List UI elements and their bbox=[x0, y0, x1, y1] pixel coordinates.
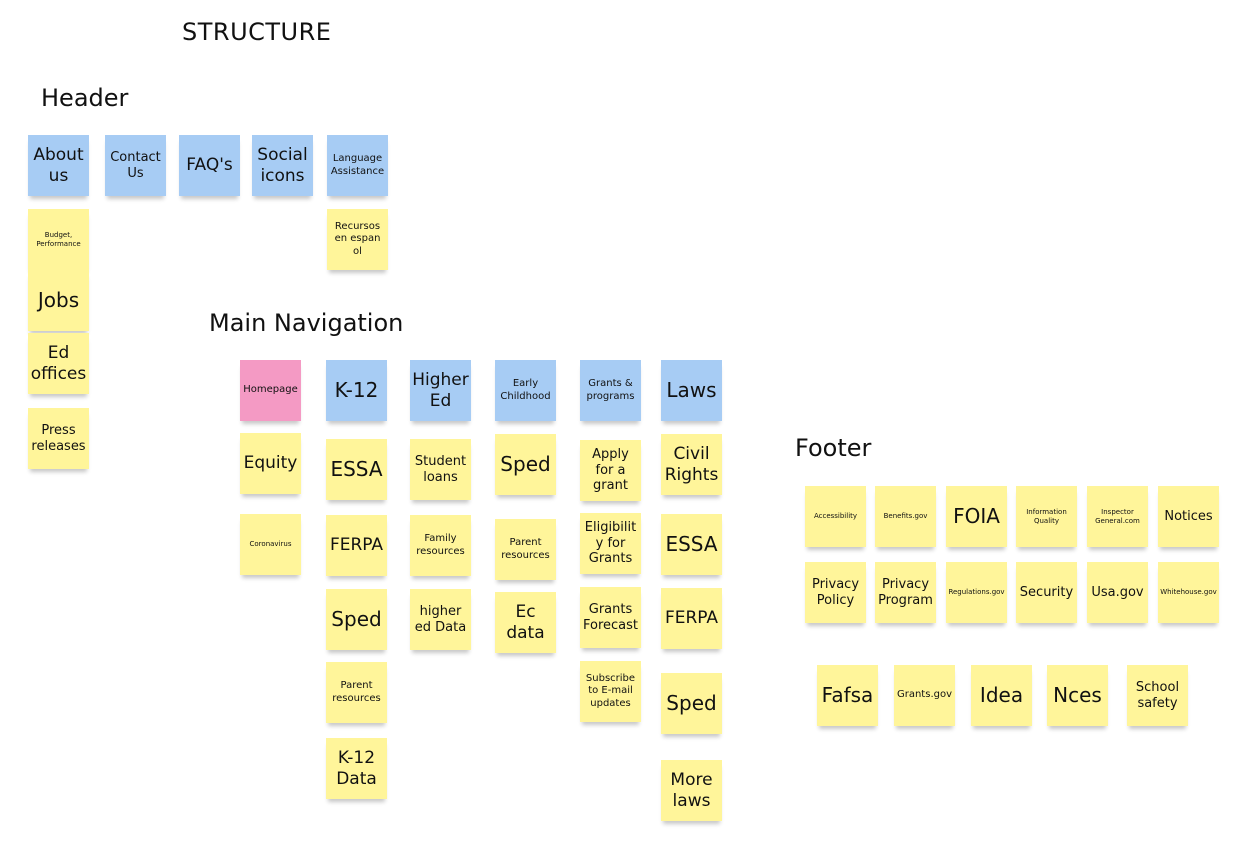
k12-data-note[interactable]: K-12 Data bbox=[326, 738, 387, 799]
footer-grants-gov-note[interactable]: Grants.gov bbox=[894, 665, 955, 726]
early-childhood-parent-resources-note[interactable]: Parent resources bbox=[495, 519, 556, 580]
laws-ferpa-note[interactable]: FERPA bbox=[661, 588, 722, 649]
civil-rights-note[interactable]: Civil Rights bbox=[661, 434, 722, 495]
k12-ferpa-note[interactable]: FERPA bbox=[326, 515, 387, 576]
apply-for-a-grant-note[interactable]: Apply for a grant bbox=[580, 440, 641, 501]
k12-sped-note[interactable]: Sped bbox=[326, 589, 387, 650]
jobs-note[interactable]: Jobs bbox=[28, 270, 89, 331]
footer-inspector-general-note[interactable]: Inspector General.com bbox=[1087, 486, 1148, 547]
header-section-heading: Header bbox=[41, 84, 129, 112]
footer-benefits-gov-note[interactable]: Benefits.gov bbox=[875, 486, 936, 547]
faqs-note[interactable]: FAQ's bbox=[179, 135, 240, 196]
k12-essa-note[interactable]: ESSA bbox=[326, 439, 387, 500]
social-icons-note[interactable]: Social icons bbox=[252, 135, 313, 196]
footer-security-note[interactable]: Security bbox=[1016, 562, 1077, 623]
footer-information-quality-note[interactable]: Information Quality bbox=[1016, 486, 1077, 547]
recursos-en-espanol-note[interactable]: Recursos en espan ol bbox=[327, 209, 388, 270]
footer-whitehouse-gov-note[interactable]: Whitehouse.gov bbox=[1158, 562, 1219, 623]
footer-nces-note[interactable]: Nces bbox=[1047, 665, 1108, 726]
coronavirus-note[interactable]: Coronavirus bbox=[240, 514, 301, 575]
early-childhood-note[interactable]: Early Childhood bbox=[495, 360, 556, 421]
higher-ed-note[interactable]: Higher Ed bbox=[410, 360, 471, 421]
early-childhood-sped-note[interactable]: Sped bbox=[495, 434, 556, 495]
footer-privacy-policy-note[interactable]: Privacy Policy bbox=[805, 562, 866, 623]
equity-note[interactable]: Equity bbox=[240, 433, 301, 494]
footer-fafsa-note[interactable]: Fafsa bbox=[817, 665, 878, 726]
ed-offices-note[interactable]: Ed offices bbox=[28, 333, 89, 394]
footer-regulations-gov-note[interactable]: Regulations.gov bbox=[946, 562, 1007, 623]
footer-accessibility-note[interactable]: Accessibility bbox=[805, 486, 866, 547]
footer-school-safety-note[interactable]: School safety bbox=[1127, 665, 1188, 726]
footer-section-heading: Footer bbox=[795, 434, 872, 462]
footer-notices-note[interactable]: Notices bbox=[1158, 486, 1219, 547]
family-resources-note[interactable]: Family resources bbox=[410, 515, 471, 576]
grants-programs-note[interactable]: Grants & programs bbox=[580, 360, 641, 421]
k12-note[interactable]: K-12 bbox=[326, 360, 387, 421]
ec-data-note[interactable]: Ec data bbox=[495, 592, 556, 653]
higher-ed-data-note[interactable]: higher ed Data bbox=[410, 589, 471, 650]
grants-forecast-note[interactable]: Grants Forecast bbox=[580, 587, 641, 648]
laws-essa-note[interactable]: ESSA bbox=[661, 514, 722, 575]
press-releases-note[interactable]: Press releases bbox=[28, 408, 89, 469]
student-loans-note[interactable]: Student loans bbox=[410, 439, 471, 500]
footer-privacy-program-note[interactable]: Privacy Program bbox=[875, 562, 936, 623]
footer-usa-gov-note[interactable]: Usa.gov bbox=[1087, 562, 1148, 623]
board-title: STRUCTURE bbox=[182, 18, 332, 46]
more-laws-note[interactable]: More laws bbox=[661, 760, 722, 821]
budget-performance-note[interactable]: Budget, Performance bbox=[28, 209, 89, 270]
laws-note[interactable]: Laws bbox=[661, 360, 722, 421]
contact-us-note[interactable]: Contact Us bbox=[105, 135, 166, 196]
k12-parent-resources-note[interactable]: Parent resources bbox=[326, 662, 387, 723]
eligibility-for-grants-note[interactable]: Eligibility for Grants bbox=[580, 513, 641, 574]
language-assistance-note[interactable]: Language Assistance bbox=[327, 135, 388, 196]
footer-foia-note[interactable]: FOIA bbox=[946, 486, 1007, 547]
subscribe-email-updates-note[interactable]: Subscribe to E-mail updates bbox=[580, 661, 641, 722]
footer-idea-note[interactable]: Idea bbox=[971, 665, 1032, 726]
main-navigation-section-heading: Main Navigation bbox=[209, 309, 404, 337]
about-us-note[interactable]: About us bbox=[28, 135, 89, 196]
homepage-note[interactable]: Homepage bbox=[240, 360, 301, 421]
laws-sped-note[interactable]: Sped bbox=[661, 673, 722, 734]
